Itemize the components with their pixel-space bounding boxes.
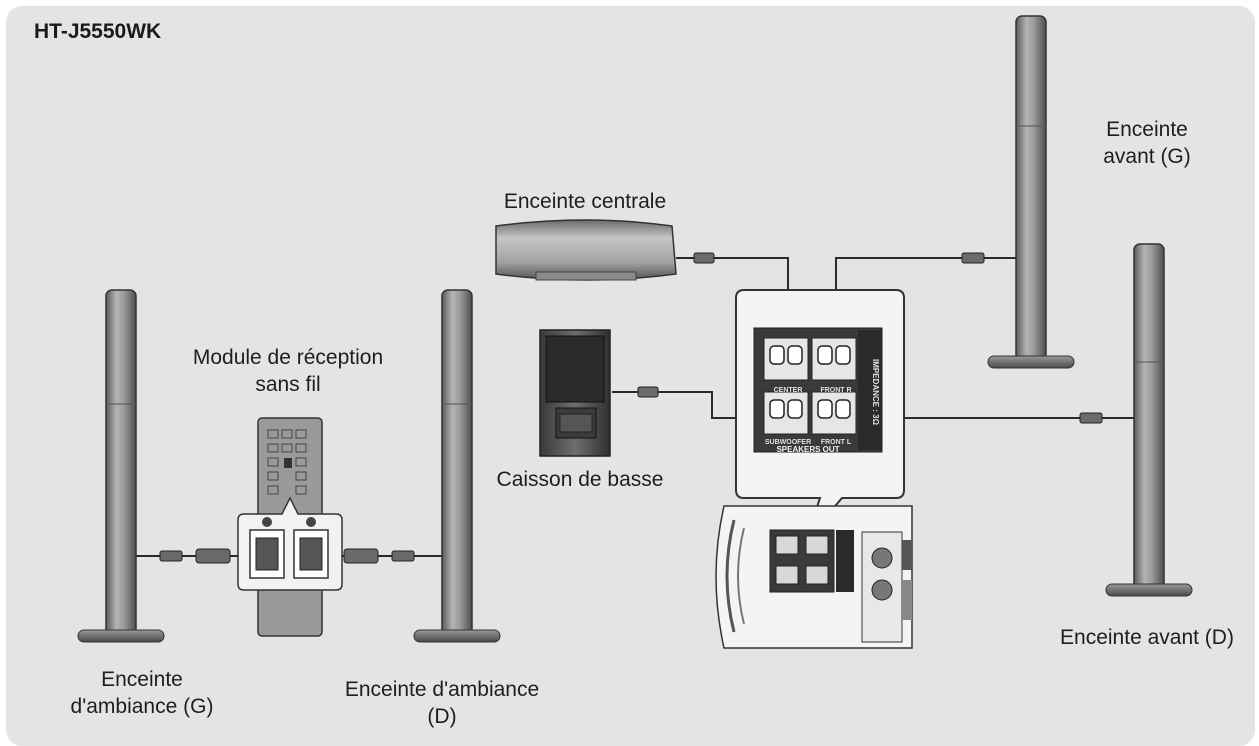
plug-surround-right-b: [391, 550, 415, 562]
terminal-center: [763, 337, 809, 381]
speaker-terminals: [763, 337, 857, 435]
label-surround-left-line1: Enceinte: [101, 668, 183, 691]
label-wireless-line2: sans fil: [255, 373, 321, 396]
label-surround-right: Enceinte d'ambiance (D): [312, 676, 572, 730]
label-surround-left: Enceinte d'ambiance (G): [52, 666, 232, 720]
wireless-receiver-module: [237, 417, 343, 637]
plug-surround-left-b: [195, 548, 231, 564]
label-wireless-module: Module de réception sans fil: [160, 344, 416, 398]
plug-surround-right-a: [343, 548, 379, 564]
label-surround-right-line1: Enceinte d'ambiance: [344, 678, 540, 701]
label-center-speaker: Enceinte centrale: [503, 190, 667, 213]
plug-surround-left-a: [159, 550, 183, 562]
panel-labels: CENTER FRONT R SUBWOOFER FRONT L SPEAKER…: [765, 359, 880, 454]
terminal-subwoofer: [763, 391, 809, 435]
label-subwoofer: Caisson de basse: [496, 468, 664, 491]
terminal-label-speakers-out: SPEAKERS OUT: [776, 445, 839, 454]
cable-plugs: [159, 252, 1103, 564]
center-speaker: [495, 219, 677, 281]
label-surround-left-line2: d'ambiance (G): [70, 695, 214, 718]
label-surround-right-line2: (D): [427, 705, 457, 728]
front-right-speaker: [1105, 243, 1193, 597]
label-wireless-line1: Module de réception: [192, 346, 384, 369]
label-front-right: Enceinte avant (D): [1060, 626, 1234, 649]
diagram-panel: [6, 6, 1255, 746]
terminal-label-center: CENTER: [774, 387, 803, 394]
terminal-front-l: [811, 391, 857, 435]
terminal-label-impedance: IMPEDANCE : 3Ω: [871, 359, 880, 426]
plug-center: [693, 252, 715, 264]
front-left-speaker: [987, 15, 1075, 369]
plug-front-right: [1079, 412, 1103, 424]
terminal-label-front-r: FRONT R: [820, 387, 851, 394]
surround-right-speaker: [413, 289, 501, 643]
main-unit-rear: [715, 505, 913, 649]
label-front-left: Enceinte avant (G): [1092, 116, 1202, 170]
model-name: HT-J5550WK: [34, 20, 162, 43]
label-front-left-line1: Enceinte: [1106, 118, 1188, 141]
subwoofer-speaker: [539, 329, 611, 457]
terminal-label-subwoofer: SUBWOOFER: [765, 439, 811, 446]
terminal-front-r: [811, 337, 857, 381]
plug-front-left: [961, 252, 985, 264]
plug-subwoofer: [637, 386, 659, 398]
surround-left-speaker: [77, 289, 165, 643]
label-front-left-line2: avant (G): [1103, 145, 1191, 168]
terminal-label-front-l: FRONT L: [821, 439, 852, 446]
